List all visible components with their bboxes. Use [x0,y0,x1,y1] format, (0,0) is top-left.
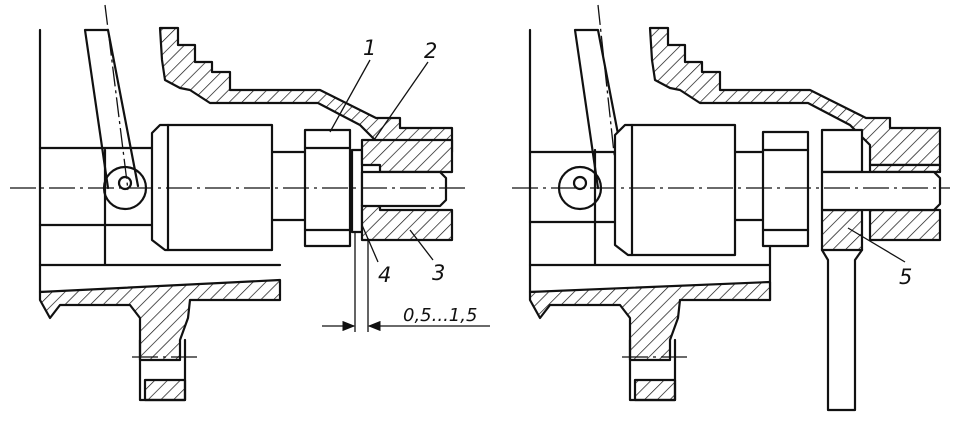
right-tool-5-lower [820,208,864,252]
right-top-casing [648,26,942,167]
callout-3: 3 [432,261,445,285]
callout-1: 1 [363,36,376,60]
left-washer-4 [350,148,364,234]
callout-1-leader [329,59,371,133]
right-bush-lower [868,208,942,242]
left-view: 0,5...1,5 1 2 4 3 [10,4,490,402]
left-top-casing [158,26,454,154]
right-tool-5-handle [820,248,864,412]
right-nut [761,130,810,248]
right-spindle [820,170,942,212]
callout-2: 2 [424,39,437,63]
callout-5-leader [847,227,906,263]
left-lever-axis [104,4,129,191]
callout-3-leader [409,229,434,261]
left-bottom-housing [38,278,282,362]
left-lever [83,28,140,190]
left-bottom-outline [138,338,187,402]
left-bottom-flange [143,378,187,402]
right-shaft [528,150,767,224]
right-tool-5-head [820,128,864,174]
callout-5: 5 [899,265,912,289]
callout-4: 4 [378,263,391,287]
left-shaft [38,146,307,227]
right-bottom-outline [628,338,677,402]
left-lever-pin [117,175,133,191]
right-lever-pin [572,175,588,191]
right-view: 5 [512,4,950,412]
left-bush-lower [360,203,454,242]
callout-2-leader [373,61,429,141]
right-bush-upper [868,163,942,174]
left-dim-text: 0,5...1,5 [403,305,477,326]
right-bottom-flange [633,378,677,402]
left-bush-upper [360,138,454,174]
right-roller-body [613,123,737,257]
left-spindle [360,170,448,208]
right-bottom-housing [528,280,772,362]
callout-4-leader [361,224,379,263]
